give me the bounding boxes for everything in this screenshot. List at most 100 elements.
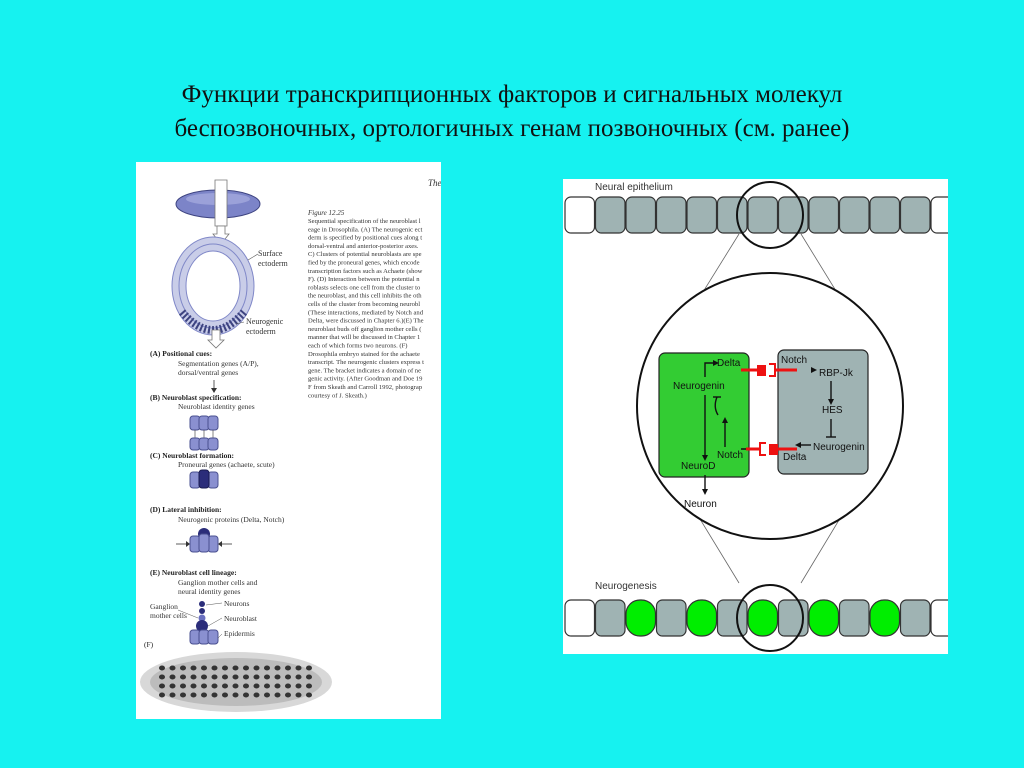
stained-cluster	[180, 683, 186, 689]
epithelial-cell-tile	[686, 196, 718, 234]
epithelial-cell-tile	[777, 196, 809, 234]
epithelial-cell-tile	[777, 599, 809, 637]
step-a-subtitle-1: Segmentation genes (A/P),	[178, 359, 259, 368]
ganglion-mother-cells-label-2: mother cells	[150, 611, 187, 620]
figure-caption-title: Figure 12.25	[307, 209, 345, 217]
stained-cluster	[201, 665, 207, 671]
stained-cluster	[201, 683, 207, 689]
step-c-title: (C) Neuroblast formation:	[150, 451, 234, 460]
stained-cluster	[159, 692, 165, 698]
stained-cluster	[211, 692, 218, 698]
caption-line: F). (D) Interaction between the potentia…	[308, 276, 420, 283]
stained-cluster	[159, 665, 165, 671]
stained-cluster	[190, 692, 197, 698]
left-delta-label: Delta	[717, 358, 741, 369]
stained-cluster	[243, 683, 249, 689]
ganglion-mother-cells-label: Ganglion	[150, 602, 178, 611]
corner-text: The	[428, 178, 441, 188]
epithelial-cell-tile	[625, 196, 657, 234]
stained-cluster	[201, 674, 207, 680]
stained-cluster	[295, 674, 302, 680]
left-neurogenin-label: Neurogenin	[673, 381, 725, 392]
neurod-label: NeuroD	[681, 461, 715, 472]
ectoderm-ring	[171, 236, 259, 349]
epithelial-cell-tile	[869, 196, 901, 234]
stained-cluster	[253, 674, 260, 680]
caption-line: eage in Drosophila. (A) The neurogenic e…	[308, 226, 422, 233]
left-notch-label: Notch	[717, 450, 743, 461]
caption-line: C) Clusters of potential neuroblasts are…	[308, 251, 422, 258]
stained-cluster	[243, 674, 249, 680]
stained-cluster	[306, 674, 312, 680]
neuroblast-figure-svg: The Surface ectoderm Neurogenic ectoderm…	[140, 178, 441, 712]
neurogenic-ectoderm-label-2: ectoderm	[246, 327, 277, 336]
epithelial-cell-tile	[838, 196, 870, 234]
stained-cluster	[211, 683, 218, 689]
step-e-subtitle-2: neural identity genes	[178, 587, 241, 596]
caption-line: roblasts selects one cell from the clust…	[308, 284, 421, 291]
delta-notch-signal-bottom	[746, 442, 797, 456]
neuron-cell-tile	[747, 599, 779, 637]
stained-embryo-photo	[140, 652, 332, 712]
stained-cluster	[159, 674, 165, 680]
figure-caption: Sequential specification of the neurobla…	[308, 218, 424, 399]
caption-line: derm is specified by positional cues alo…	[308, 235, 422, 242]
epithelial-cell-tile	[655, 599, 687, 637]
stained-cluster	[295, 683, 302, 689]
stained-cluster	[169, 683, 176, 689]
stained-cluster	[222, 674, 228, 680]
caption-line: courtesy of J. Skeath.)	[308, 392, 367, 399]
caption-line: Delta, were discussed in Chapter 6.)(E) …	[308, 318, 424, 325]
caption-line: fied by the proneural genes, which encod…	[308, 260, 420, 267]
caption-line: (These interactions, mediated by Notch a…	[308, 309, 424, 316]
delta-notch-signal-top	[741, 363, 797, 377]
right-delta-label: Delta	[783, 452, 807, 463]
stained-cluster	[253, 683, 260, 689]
stained-cluster	[285, 665, 291, 671]
stained-cluster	[169, 692, 176, 698]
stained-cluster	[232, 683, 239, 689]
epithelial-cell-tile	[564, 196, 596, 234]
step-f-title: (F)	[144, 640, 154, 649]
stained-cluster	[285, 692, 291, 698]
caption-line: transcription factors such as Achaete (s…	[308, 268, 423, 275]
stained-cluster	[253, 665, 260, 671]
step-d-title: (D) Lateral inhibition:	[150, 505, 222, 514]
embryo-drawing	[175, 179, 261, 245]
epithelial-cell-tile	[716, 599, 748, 637]
cell-lineage-e	[177, 601, 223, 645]
stained-cluster	[211, 674, 218, 680]
step-b-subtitle: Neuroblast identity genes	[178, 402, 255, 411]
caption-line: Sequential specification of the neurobla…	[308, 218, 421, 225]
neuron-cell	[658, 352, 750, 478]
stained-cluster	[232, 665, 239, 671]
epithelial-cell-tile	[594, 599, 626, 637]
epithelial-cell-tile	[899, 196, 931, 234]
stained-cluster	[232, 692, 239, 698]
stained-cluster	[180, 665, 186, 671]
epithelial-cell-tile	[899, 599, 931, 637]
stained-cluster	[306, 683, 312, 689]
stained-cluster	[190, 665, 197, 671]
step-e-subtitle-1: Ganglion mother cells and	[178, 578, 258, 587]
epidermis-label: Epidermis	[224, 629, 255, 638]
stained-cluster	[243, 665, 249, 671]
stained-cluster	[180, 674, 186, 680]
slide-title-line-1: Функции транскрипционных факторов и сигн…	[181, 81, 843, 108]
stained-cluster	[169, 674, 176, 680]
neurogenic-ectoderm-label: Neurogenic	[246, 317, 284, 326]
stained-cluster	[243, 692, 249, 698]
neuron-label: Neuron	[684, 499, 717, 510]
stained-cluster	[232, 674, 239, 680]
left-cell-arrows	[702, 360, 759, 495]
stained-cluster	[222, 665, 228, 671]
stained-cluster	[274, 674, 281, 680]
neuroblast-label: Neuroblast	[224, 614, 258, 623]
right-cell-arrows	[795, 367, 836, 448]
stained-cluster	[201, 692, 207, 698]
epithelial-cell-tile	[838, 599, 870, 637]
stained-cluster	[306, 665, 312, 671]
epithelial-cell-tile	[564, 599, 596, 637]
neural-epithelium-row	[564, 196, 948, 234]
stained-cluster	[264, 683, 270, 689]
